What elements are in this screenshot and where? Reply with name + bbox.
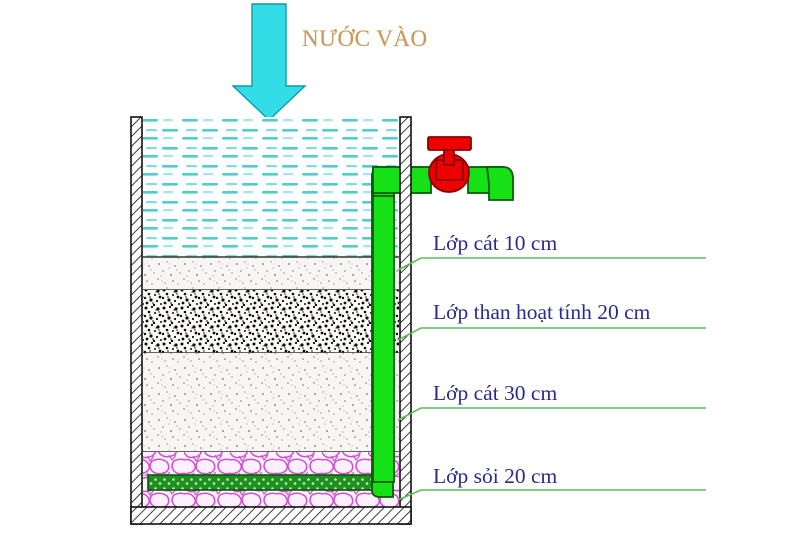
leader-carbon-20 (397, 327, 706, 341)
label-layer-sand-10: Lớp cát 10 cm (433, 231, 558, 255)
leader-sand-30 (397, 407, 706, 421)
tank-wall-right (399, 116, 412, 525)
label-layer-sand-30: Lớp cát 30 cm (433, 381, 558, 405)
water-zone (143, 118, 399, 258)
valve-handle (427, 136, 472, 151)
tank-wall-left (130, 116, 143, 525)
leader-gravel-20 (397, 489, 706, 501)
leader-lines (397, 257, 706, 501)
layer-activated-carbon-20 (143, 290, 399, 354)
label-layer-gravel-20: Lớp sỏi 20 cm (433, 464, 558, 488)
outlet-faucet-assembly (372, 136, 514, 483)
tank-walls (130, 116, 412, 525)
label-layer-carbon-20: Lớp than hoạt tính 20 cm (433, 300, 651, 324)
inlet-arrow (231, 3, 307, 121)
layer-sand-10 (143, 258, 399, 291)
leader-sand-10 (397, 257, 706, 271)
inlet-label: NƯỚC VÀO (302, 26, 428, 51)
faucet-spout (485, 166, 514, 201)
layer-sand-30 (143, 353, 399, 453)
perforated-collector-pipe (147, 474, 381, 491)
tank-wall-bottom (130, 506, 412, 525)
